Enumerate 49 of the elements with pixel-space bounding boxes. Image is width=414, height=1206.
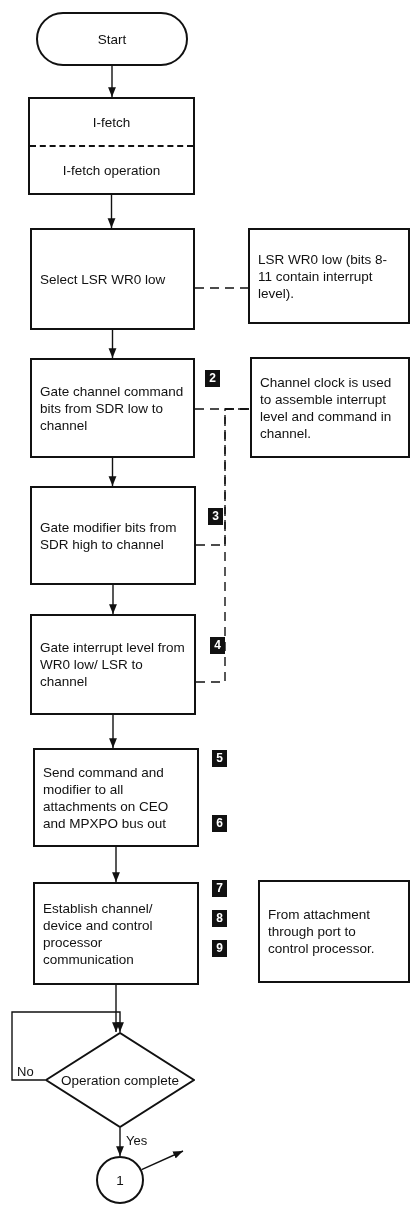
arrow [140, 1150, 184, 1171]
edge-label: No [16, 1064, 35, 1079]
process-box [33, 748, 199, 847]
process-box [248, 228, 410, 324]
arrow [107, 194, 116, 229]
process-box [30, 486, 196, 585]
process-box [28, 97, 195, 195]
arrow [112, 846, 120, 883]
arrow [109, 714, 117, 749]
dashed-connector [194, 287, 249, 289]
node-text: I-fetch [91, 113, 132, 132]
arrow [108, 457, 117, 487]
arrow [116, 1127, 124, 1157]
callout-number: 6 [212, 815, 227, 832]
terminal-shape [36, 12, 188, 66]
callout-number: 3 [208, 508, 223, 525]
node-text: Select LSR WR0 low [39, 270, 167, 288]
node-text: Start [96, 30, 128, 48]
process-box [250, 357, 410, 458]
process-box [33, 882, 199, 985]
arrow [11, 1011, 124, 1081]
node-text: Operation complete [60, 1071, 180, 1089]
callout-number: 8 [212, 910, 227, 927]
arrow [112, 984, 120, 1033]
arrow [109, 584, 117, 615]
connector-circle [96, 1156, 144, 1204]
node-text: Establish channel/ device and control processor communication [42, 899, 154, 968]
node-text: Gate interrupt level from WR0 low/ LSR to channel [39, 639, 186, 690]
node-text: Gate modifier bits from SDR high to channel [39, 518, 178, 553]
process-box [30, 228, 195, 330]
node-text: LSR WR0 low (bits 8-11 contain interrupt level). [257, 250, 389, 302]
callout-number: 2 [205, 370, 220, 387]
process-box [30, 358, 195, 458]
arrow [108, 329, 117, 359]
edge-label: Yes [125, 1133, 149, 1148]
process-box [30, 614, 196, 715]
callout-number: 4 [210, 637, 225, 654]
node-text: Channel clock is used to assemble interrupt level and command in channel. [259, 373, 393, 442]
node-text: 1 [115, 1171, 125, 1189]
dashed-connector [195, 408, 251, 546]
node-text: Gate channel command bits from SDR low to channel [39, 382, 185, 434]
callout-number: 7 [212, 880, 227, 897]
arrow [108, 65, 116, 98]
node-text: Send command and modifier to all attachments on CEO and MPXPO bus out [42, 763, 170, 832]
process-box [258, 880, 410, 983]
callout-number: 9 [212, 940, 227, 957]
callout-number: 5 [212, 750, 227, 767]
node-text: I-fetch operation [30, 145, 193, 193]
node-text: From attachment through port to control processor. [267, 906, 376, 957]
